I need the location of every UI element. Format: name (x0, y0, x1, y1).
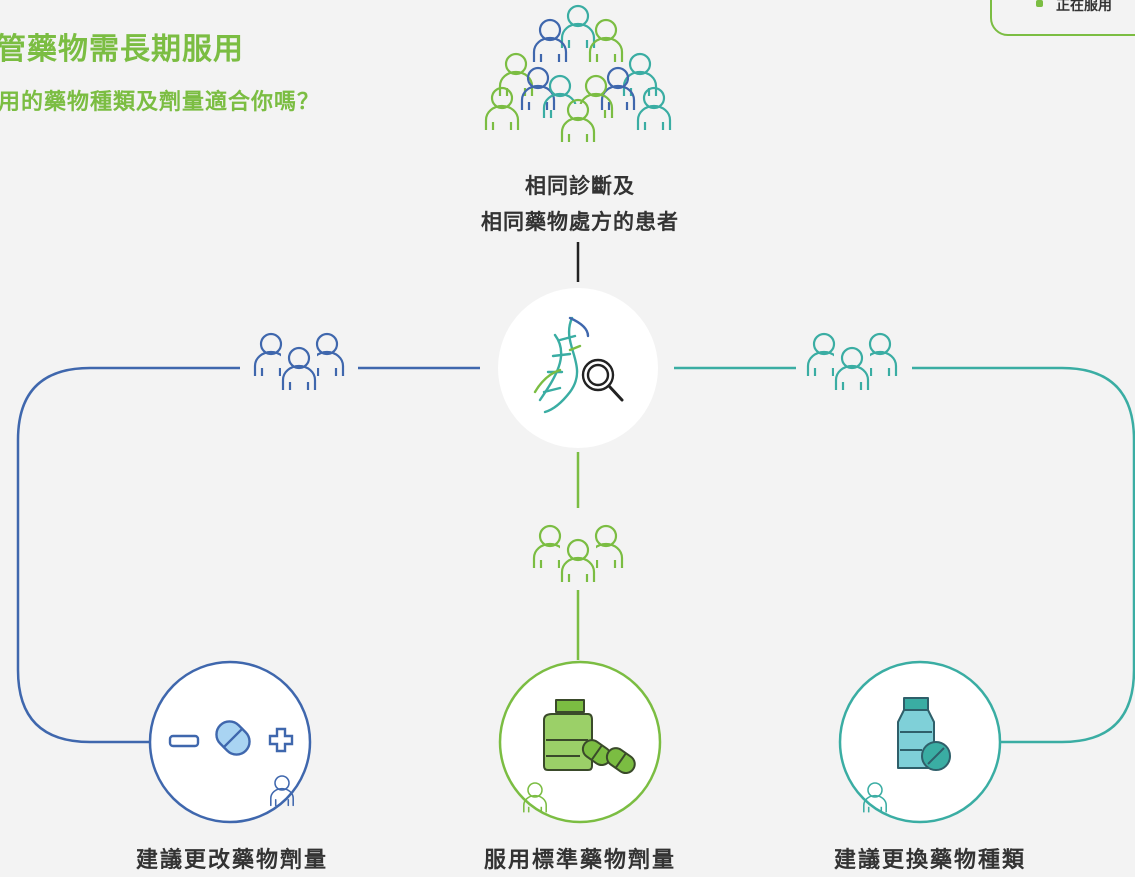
outcome-label-standard-dosage: 服用標準藥物劑量 (483, 848, 676, 873)
standard-dosage-node (498, 660, 662, 824)
connector-left (16, 366, 480, 744)
patient-group-icon-middle (534, 526, 622, 582)
connector-lines (16, 242, 1135, 744)
change-medicine-node (838, 660, 1002, 824)
medicine-bottle-icon (543, 699, 636, 775)
dna-search-node (498, 288, 658, 448)
outcome-label-adjust-dosage: 建議更改藥物劑量 (135, 848, 328, 873)
page-subtitle: 用的藥物種類及劑量適合你嗎？ (0, 90, 321, 115)
connector-right (674, 366, 1135, 744)
legend-label: 正在服用 (1056, 0, 1112, 14)
patient-crowd-icon (484, 4, 672, 144)
medicine-change-icon (897, 697, 951, 771)
patient-group-icon-left (255, 334, 343, 390)
adjust-dosage-node (148, 660, 312, 824)
dosage-adjust-icon (168, 720, 295, 807)
same-diagnosis-patients-label: 相同診斷及 相同藥物處方的患者 (440, 168, 720, 240)
legend-dot (1036, 0, 1043, 7)
page-title: 管藥物需長期服用 (0, 32, 244, 67)
top-label-line1: 相同診斷及 (525, 174, 635, 198)
top-label-line2: 相同藥物處方的患者 (481, 210, 679, 234)
dna-magnifier-icon (533, 316, 624, 414)
outcome-label-change-medicine: 建議更換藥物種類 (833, 848, 1026, 873)
patient-group-icon-right (808, 334, 896, 390)
legend-box (990, 0, 1135, 36)
